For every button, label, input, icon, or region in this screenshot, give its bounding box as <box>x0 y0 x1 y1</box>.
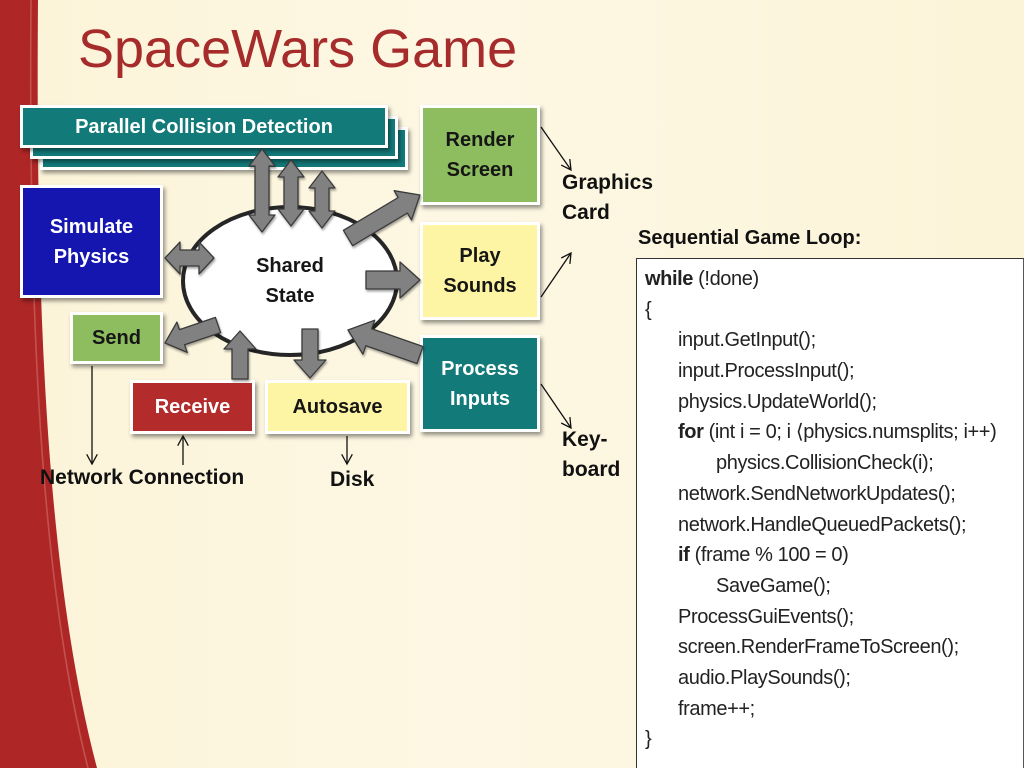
code-keyword: if <box>678 544 690 567</box>
code-text: network.HandleQueuedPackets(); <box>678 513 967 536</box>
code-line: physics.UpdateWorld(); <box>645 387 1023 418</box>
network-connection-label: Network Connection <box>40 466 245 489</box>
collision-sync-arrow-2 <box>277 159 305 227</box>
autosave-label: Autosave <box>292 396 383 418</box>
state-to-play-arrow <box>365 261 421 299</box>
code-line: while (!done) <box>645 264 1023 295</box>
state-to-send-arrow <box>164 316 222 354</box>
code-text: ProcessGuiEvents(); <box>678 605 854 628</box>
keyboard-label: Key-board <box>562 428 621 481</box>
play-sounds-box: Play Sounds <box>420 222 540 320</box>
autosave-disk-arrow <box>341 436 353 466</box>
code-text: network.SendNetworkUpdates(); <box>678 482 956 505</box>
code-keyword: while <box>645 268 694 290</box>
code-line: input.GetInput(); <box>645 325 1023 356</box>
render-screen-box: Render Screen <box>420 105 540 205</box>
code-keyword: for <box>678 421 704 444</box>
code-text: audio.PlaySounds(); <box>678 666 851 689</box>
code-line: { <box>645 295 1023 326</box>
code-text: frame++; <box>678 697 755 720</box>
code-text: input.ProcessInput(); <box>678 360 855 383</box>
play-sounds-output-arrow <box>540 251 572 298</box>
send-network-arrow <box>86 366 98 466</box>
code-text: { <box>645 298 652 321</box>
receive-label: Receive <box>154 396 231 418</box>
sequential-game-loop-heading: Sequential Game Loop: <box>638 227 862 249</box>
simulate-physics-label: Simulate Physics <box>49 215 134 268</box>
state-to-render-arrow <box>342 190 421 247</box>
code-line: SaveGame(); <box>645 571 1023 602</box>
slide-title: SpaceWars Game <box>78 19 518 79</box>
code-line: ProcessGuiEvents(); <box>645 602 1023 633</box>
code-listing: while (!done) { input.GetInput(); input.… <box>636 258 1024 768</box>
code-line: frame++; <box>645 694 1023 725</box>
code-line: network.SendNetworkUpdates(); <box>645 479 1023 510</box>
code-text: SaveGame(); <box>716 574 831 597</box>
shared-state-label: Shared State <box>256 255 324 307</box>
process-inputs-label: Process Inputs <box>441 357 519 410</box>
code-line: if (frame % 100 = 0) <box>645 540 1023 571</box>
code-line: input.ProcessInput(); <box>645 356 1023 387</box>
code-line: screen.RenderFrameToScreen(); <box>645 632 1023 663</box>
input-to-state-arrow <box>347 319 424 365</box>
code-text: input.GetInput(); <box>678 329 816 352</box>
receive-box: Receive <box>130 380 255 434</box>
network-receive-arrow <box>177 434 189 465</box>
code-line: physics.CollisionCheck(i); <box>645 448 1023 479</box>
simulate-physics-box: Simulate Physics <box>20 185 163 298</box>
graphics-card-arrow <box>540 126 572 172</box>
autosave-box: Autosave <box>265 380 410 434</box>
send-box: Send <box>70 312 163 364</box>
keyboard-arrow <box>540 383 572 430</box>
disk-label: Disk <box>330 468 375 491</box>
collision-sync-arrow-1 <box>248 148 276 233</box>
render-screen-label: Render Screen <box>445 129 515 181</box>
send-label: Send <box>92 327 141 349</box>
state-to-autosave-arrow <box>293 328 327 379</box>
code-text: physics.UpdateWorld(); <box>678 390 877 413</box>
code-text: } <box>645 728 652 751</box>
collision-sync-arrow-3 <box>308 170 336 229</box>
code-text: (!done) <box>693 268 759 290</box>
graphics-card-label: Graphics Card <box>562 171 654 224</box>
code-line: for (int i = 0; i ⟨physics.numsplits; i+… <box>645 417 1023 448</box>
parallel-collision-detection-label: Parallel Collision Detection <box>75 115 333 138</box>
code-text: screen.RenderFrameToScreen(); <box>678 636 959 659</box>
code-text: physics.CollisionCheck(i); <box>716 452 934 475</box>
code-text: (int i = 0; i ⟨physics.numsplits; i++) <box>703 421 997 444</box>
code-text: (frame % 100 = 0) <box>689 544 849 567</box>
code-line: audio.PlaySounds(); <box>645 663 1023 694</box>
code-line: } <box>645 724 1023 755</box>
physics-state-arrow <box>164 241 215 275</box>
parallel-collision-detection-box: Parallel Collision Detection <box>20 105 388 148</box>
receive-to-state-arrow <box>223 330 257 380</box>
play-sounds-label: Play Sounds <box>443 245 517 297</box>
process-inputs-box: Process Inputs <box>420 335 540 432</box>
code-line: network.HandleQueuedPackets(); <box>645 510 1023 541</box>
